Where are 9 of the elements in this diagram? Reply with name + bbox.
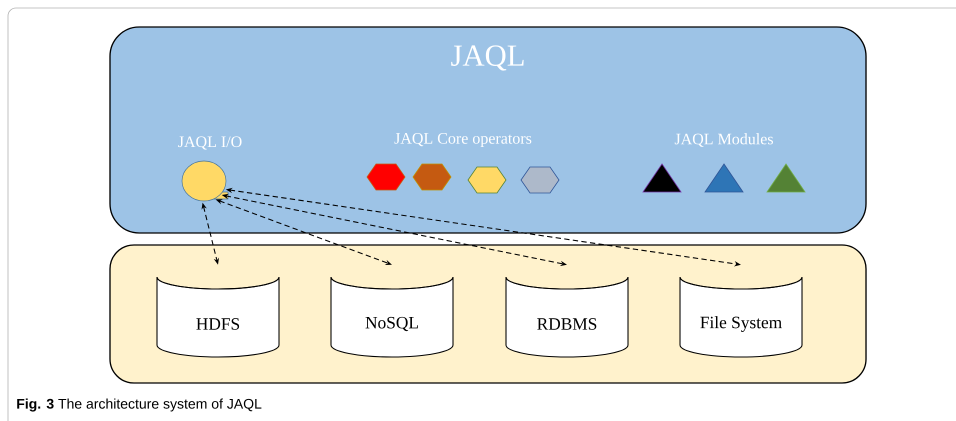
group-label: JAQL Core operators (394, 133, 532, 147)
speech-bubble: JAQL I/O (178, 136, 242, 202)
database-cylinder: RDBMS (505, 276, 629, 358)
group-label: JAQL Modules (674, 133, 773, 147)
figure-caption: Fig. 3 The architecture system of JAQL (17, 398, 262, 412)
node-label: JAQL I/O (178, 136, 242, 150)
database-cylinder: File System (679, 276, 803, 358)
database-cylinder: NoSQL (330, 276, 454, 358)
database-cylinder: HDFS (156, 276, 280, 358)
